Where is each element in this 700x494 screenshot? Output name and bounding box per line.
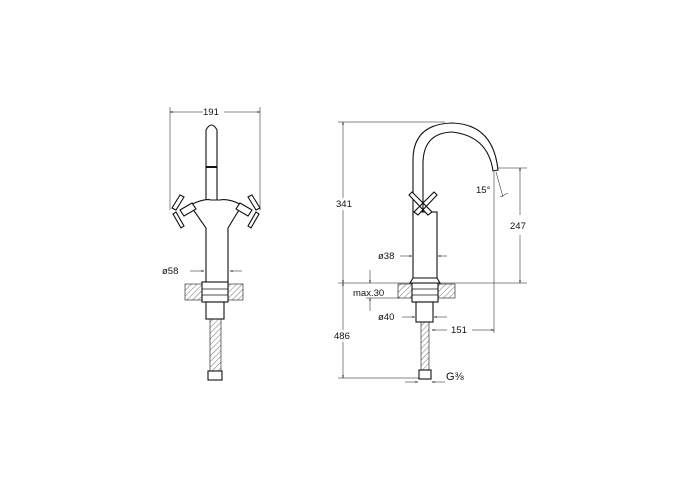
front-view: 191 ø58 bbox=[162, 107, 261, 381]
spout-angle: 15° bbox=[476, 185, 491, 196]
total-height: 486 bbox=[334, 331, 350, 342]
cross-handle bbox=[408, 191, 438, 216]
counter-thickness: max.30 bbox=[353, 288, 384, 299]
spout-height: 247 bbox=[510, 221, 526, 232]
gooseneck-spout bbox=[412, 122, 499, 216]
spout-reach: 151 bbox=[451, 325, 467, 336]
nut-diameter: ø40 bbox=[378, 312, 394, 323]
stem bbox=[412, 211, 438, 279]
stem-diameter: ø38 bbox=[378, 251, 394, 262]
stem-diameter: ø58 bbox=[162, 266, 178, 277]
spout bbox=[205, 124, 218, 202]
thread-size: G⅜ bbox=[446, 371, 465, 383]
width-dimension: 191 bbox=[203, 107, 219, 118]
side-view: 341 486 247 15° ø38 max.30 ø40 151 G⅜ bbox=[334, 121, 527, 383]
body bbox=[189, 199, 243, 283]
height-above-counter: 341 bbox=[336, 199, 352, 210]
